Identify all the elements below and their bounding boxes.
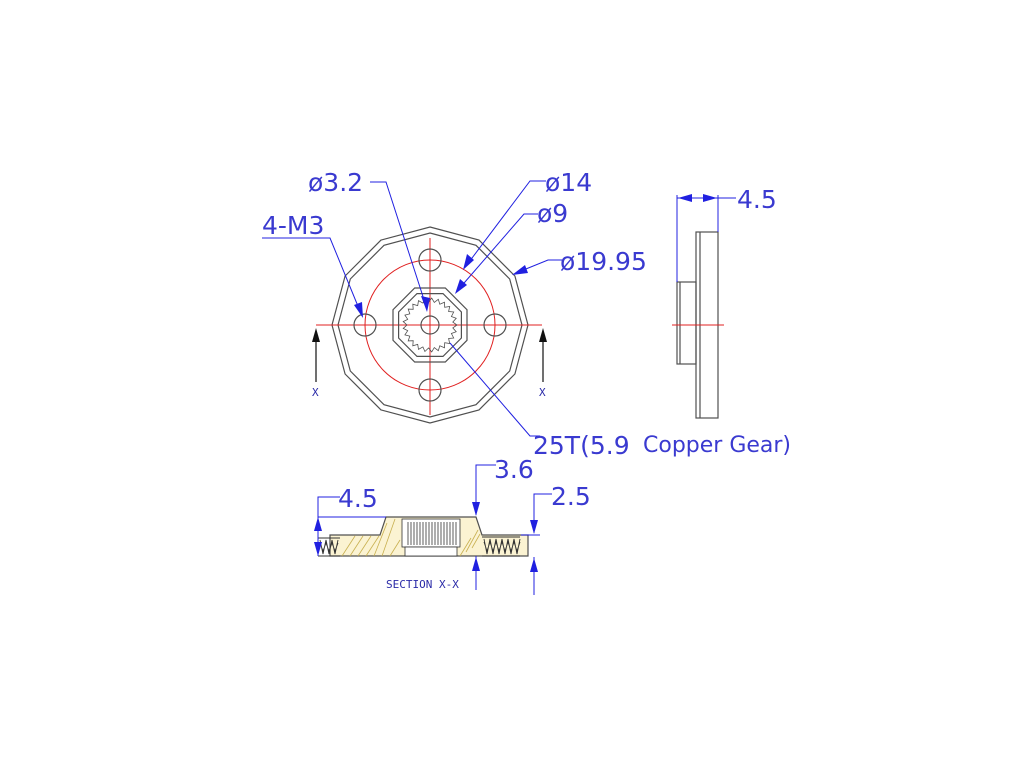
section-marker-right: X xyxy=(539,328,547,399)
mounting-hole-left xyxy=(353,313,377,337)
svg-text:2.5: 2.5 xyxy=(551,482,591,511)
svg-text:25T(5.9: 25T(5.9 xyxy=(533,431,630,460)
mounting-hole-top xyxy=(418,248,442,272)
svg-text:4.5: 4.5 xyxy=(338,484,378,513)
holes-dimension: 4-M3 xyxy=(262,211,363,318)
svg-text:4-M3: 4-M3 xyxy=(262,211,324,240)
spline-dimension: 25T(5.9 Copper Gear) xyxy=(449,342,791,460)
svg-text:ø3.2: ø3.2 xyxy=(308,168,363,197)
side-thickness-dimension: 4.5 xyxy=(676,185,777,282)
mounting-hole-right xyxy=(483,313,507,337)
section-overall-dimension: 4.5 xyxy=(314,484,386,556)
pitch-dimension: ø14 xyxy=(463,168,592,270)
outer-dimension: ø19.95 xyxy=(512,247,647,276)
section-spline xyxy=(401,518,461,557)
pitch-circle xyxy=(364,259,496,391)
side-hub xyxy=(676,281,697,365)
svg-text:ø19.95: ø19.95 xyxy=(560,247,647,276)
section-view: 4.5 3.6 2.5 SECTION X-X xyxy=(314,455,591,595)
section-caption: SECTION X-X xyxy=(386,578,459,591)
hub-octagon-outer xyxy=(392,287,468,363)
svg-text:X: X xyxy=(312,386,319,399)
svg-text:ø9: ø9 xyxy=(537,199,568,228)
section-flange-dimension: 2.5 xyxy=(521,482,591,595)
side-view: 4.5 xyxy=(672,185,777,419)
hub-octagon-inner xyxy=(398,293,462,357)
section-marker-left: X xyxy=(312,328,320,399)
bore-circle xyxy=(420,315,440,335)
hub-dimension: ø9 xyxy=(455,199,568,294)
svg-text:Copper Gear): Copper Gear) xyxy=(643,433,791,458)
mounting-hole-bottom xyxy=(418,378,442,402)
section-hub-dimension: 3.6 xyxy=(472,455,534,590)
section-hatch xyxy=(341,518,481,557)
section-thread-right xyxy=(482,536,521,557)
bore-dimension: ø3.2 xyxy=(308,168,430,312)
svg-text:ø14: ø14 xyxy=(545,168,592,197)
svg-text:4.5: 4.5 xyxy=(737,185,777,214)
front-view: X X ø3.2 4-M3 ø14 ø9 xyxy=(262,168,791,460)
spline-teeth xyxy=(402,297,458,353)
outer-dodecagon-inner xyxy=(337,232,523,418)
section-thread-left xyxy=(318,537,340,557)
svg-text:3.6: 3.6 xyxy=(494,455,534,484)
svg-text:X: X xyxy=(539,386,546,399)
